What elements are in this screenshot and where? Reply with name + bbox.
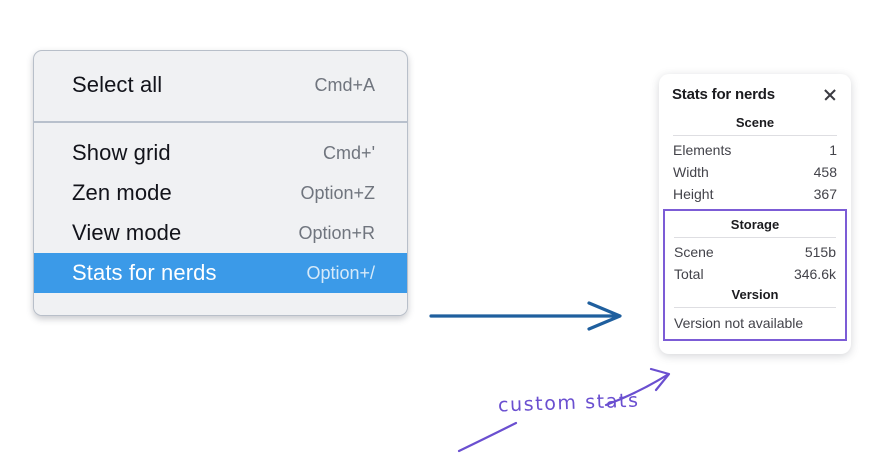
stat-value: 367 [813,186,837,202]
version-value: Version not available [674,315,804,331]
custom-stats-selection-box: Storage Scene 515b Total 346.6k Version … [663,209,847,341]
close-icon[interactable] [822,87,838,103]
menu-item-shortcut: Option+R [298,222,375,243]
menu-item-label: Show grid [72,140,171,165]
menu-separator [34,121,407,123]
divider [674,307,836,308]
divider [673,135,837,136]
storage-section-heading: Storage [730,217,780,232]
menu-item-stats-for-nerds[interactable]: Stats for nerds Option+/ [34,253,407,293]
purple-underline-stroke [457,421,518,453]
menu-item-label: Select all [72,72,163,97]
menu-item-view-mode[interactable]: View mode Option+R [34,213,407,253]
stat-label: Total [674,266,704,282]
menu-item-label: Stats for nerds [72,260,217,285]
stat-row-storage-total: Total 346.6k [673,263,837,285]
stat-label: Elements [673,142,732,158]
version-section-heading: Version [731,287,779,302]
custom-stats-annotation-label: custom stats [497,389,640,417]
panel-header: Stats for nerds [672,86,838,103]
menu-item-shortcut: Option+/ [306,262,375,283]
stat-row-elements: Elements 1 [672,139,838,161]
stats-for-nerds-panel: Stats for nerds Scene Elements 1 Width 4… [659,74,851,354]
menu-item-label: Zen mode [72,180,172,205]
context-menu: Select all Cmd+A Show grid Cmd+' Zen mod… [33,50,408,316]
stat-row-width: Width 458 [672,161,838,183]
stat-row-storage-scene: Scene 515b [673,241,837,263]
stat-label: Width [673,164,709,180]
menu-bottom-padding [34,301,407,315]
stat-value: 515b [804,244,836,260]
panel-title: Stats for nerds [672,86,775,103]
menu-item-shortcut: Cmd+A [314,74,375,95]
stat-row-height: Height 367 [672,183,838,205]
menu-item-label: View mode [72,220,182,245]
menu-item-shortcut: Cmd+' [323,142,375,163]
stat-label: Height [673,186,714,202]
menu-item-show-grid[interactable]: Show grid Cmd+' [34,133,407,173]
menu-item-zen-mode[interactable]: Zen mode Option+Z [34,173,407,213]
stat-value: 1 [829,142,837,158]
menu-section-1: Select all Cmd+A [34,51,407,121]
menu-item-select-all[interactable]: Select all Cmd+A [34,65,407,105]
menu-item-shortcut: Option+Z [300,182,375,203]
stat-value: 458 [813,164,837,180]
menu-section-2: Show grid Cmd+' Zen mode Option+Z View m… [34,123,407,301]
blue-arrow-annotation [429,301,622,331]
stat-label: Scene [674,244,714,260]
stat-value: 346.6k [793,266,836,282]
divider [674,237,836,238]
scene-section-heading: Scene [735,115,775,130]
